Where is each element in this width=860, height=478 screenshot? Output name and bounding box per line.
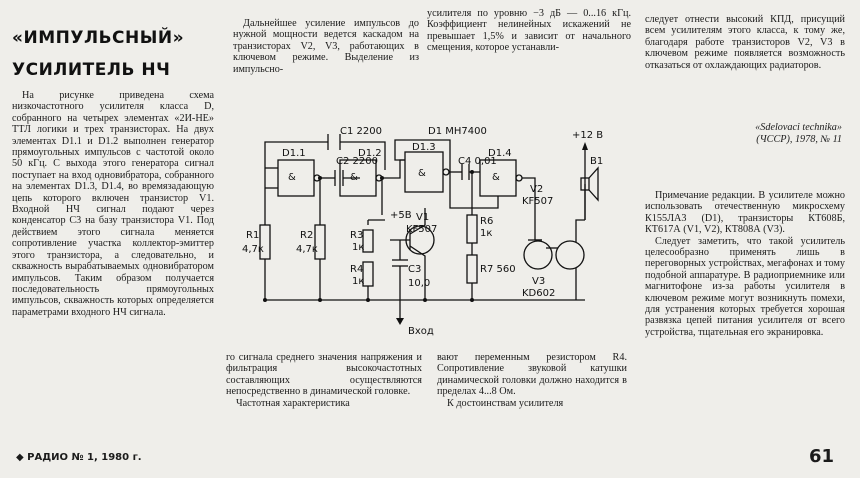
label-c1: C1 2200 xyxy=(340,126,382,137)
label-c3-value: 10,0 xyxy=(408,278,430,289)
label-c3: C3 xyxy=(408,264,421,275)
gate-d14-symbol: & xyxy=(492,172,500,183)
column-3-bottom-p2: К достоинствам усилителя xyxy=(447,397,564,409)
column-3-top-text: усилителя по уровню −3 дБ — 0...16 кГц. … xyxy=(427,8,631,54)
label-c4: C4 0,01 xyxy=(458,156,497,167)
label-r4-value: 1к xyxy=(352,276,364,287)
label-v3: V3 xyxy=(532,276,545,287)
column-2-bottom-p2: Частотная характеристика xyxy=(236,397,350,409)
label-r7: R7 560 xyxy=(480,264,516,275)
editor-note-p2: Следует заметить, что такой усилитель це… xyxy=(645,235,845,338)
column-1: На рисунке приведена схема низкочастотно… xyxy=(12,90,214,318)
label-plus12: +12 В xyxy=(572,130,603,141)
footer-magazine: ◆ РАДИО № 1, 1980 г. xyxy=(16,452,142,463)
column-3-bottom: вают переменным резистором R4. Сопротивл… xyxy=(437,352,627,409)
label-d14: D1.4 xyxy=(488,148,512,159)
label-r2: R2 xyxy=(300,230,313,241)
label-r6: R6 xyxy=(480,216,493,227)
column-3-top: усилителя по уровню −3 дБ — 0...16 кГц. … xyxy=(427,8,631,54)
label-v1-type: KF507 xyxy=(406,224,437,235)
circuit-schematic: C1 2200 D1 МН7400 C2 2200 C4 0,01 D1.1 &… xyxy=(242,126,603,337)
gate-d12-symbol: & xyxy=(350,172,358,183)
label-v3-type: KD602 xyxy=(522,288,555,299)
label-input: Вход xyxy=(408,326,434,337)
article-title-line1: «ИМПУЛЬСНЫЙ» xyxy=(12,28,185,48)
label-r2-value: 4,7к xyxy=(296,244,318,255)
editor-note: Примечание редакции. В усилителе можно и… xyxy=(645,190,845,338)
column-2-bottom: го сигнала среднего значения напряжения … xyxy=(226,352,422,409)
label-r3-value: 1к xyxy=(352,242,364,253)
page-number: 61 xyxy=(808,446,834,467)
label-plus5: +5В xyxy=(390,210,412,221)
gate-d13-symbol: & xyxy=(418,168,426,179)
label-d11: D1.1 xyxy=(282,148,306,159)
label-r4: R4 xyxy=(350,264,363,275)
label-r1-value: 4,7к xyxy=(242,244,264,255)
article-title-line2: УСИЛИТЕЛЬ НЧ xyxy=(12,60,171,80)
column-2-bottom-p1: го сигнала среднего значения напряжения … xyxy=(226,352,422,398)
column-4-top: следует отнести высокий КПД, присущий вс… xyxy=(645,14,845,71)
column-4-top-text: следует отнести высокий КПД, присущий вс… xyxy=(645,14,845,71)
column-1-text: На рисунке приведена схема низкочастотно… xyxy=(12,90,214,318)
label-d1-title: D1 МН7400 xyxy=(428,126,487,137)
label-r1: R1 xyxy=(246,230,259,241)
label-r6-value: 1к xyxy=(480,228,492,239)
source-citation: «Sdelovaci technika» (ЧССР), 1978, № 11 xyxy=(672,122,842,146)
label-v2: V2 xyxy=(530,184,543,195)
label-b1: B1 xyxy=(590,156,603,167)
gate-d11-symbol: & xyxy=(288,172,296,183)
label-c2: C2 2200 xyxy=(336,156,378,167)
source-line1: «Sdelovaci technika» xyxy=(755,122,842,133)
column-2-top-text: Дальнейшее усиление импульсов до нужной … xyxy=(233,18,419,75)
label-v2-type: KF507 xyxy=(522,196,553,207)
column-2-top: Дальнейшее усиление импульсов до нужной … xyxy=(233,18,419,75)
editor-note-p1: Примечание редакции. В усилителе можно и… xyxy=(645,190,845,236)
column-3-bottom-p1: вают переменным резистором R4. Сопротивл… xyxy=(437,352,627,398)
label-r3: R3 xyxy=(350,230,363,241)
label-d13: D1.3 xyxy=(412,142,436,153)
label-d12: D1.2 xyxy=(358,148,382,159)
source-line2: (ЧССР), 1978, № 11 xyxy=(756,134,842,145)
label-v1: V1 xyxy=(416,212,429,223)
